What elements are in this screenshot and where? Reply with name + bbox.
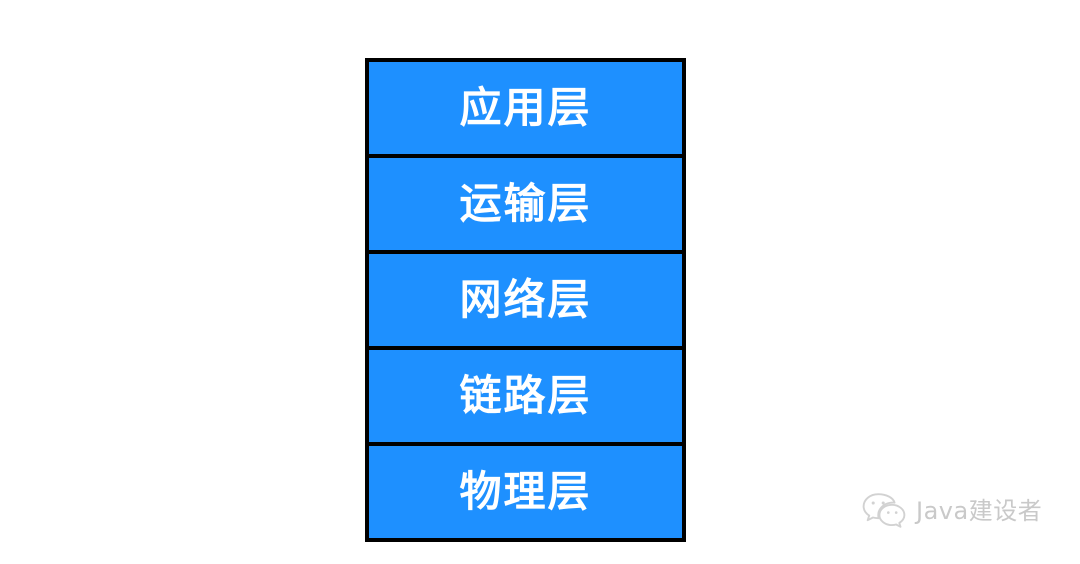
watermark-label: Java建设者 (916, 497, 1043, 525)
layer-label-network: 网络层 (459, 275, 592, 324)
layer-row: 链路层 (369, 350, 682, 446)
layer-label-application: 应用层 (459, 83, 592, 132)
layer-row: 运输层 (369, 158, 682, 254)
layer-row: 应用层 (369, 62, 682, 158)
layer-row: 网络层 (369, 254, 682, 350)
network-layer-stack: 应用层 运输层 网络层 链路层 物理层 (365, 58, 686, 542)
watermark: Java建设者 (862, 492, 1042, 530)
wechat-icon (862, 492, 906, 530)
layer-label-link: 链路层 (459, 371, 592, 420)
layer-label-transport: 运输层 (459, 179, 592, 228)
layer-row: 物理层 (369, 446, 682, 538)
layer-label-physical: 物理层 (459, 467, 592, 516)
